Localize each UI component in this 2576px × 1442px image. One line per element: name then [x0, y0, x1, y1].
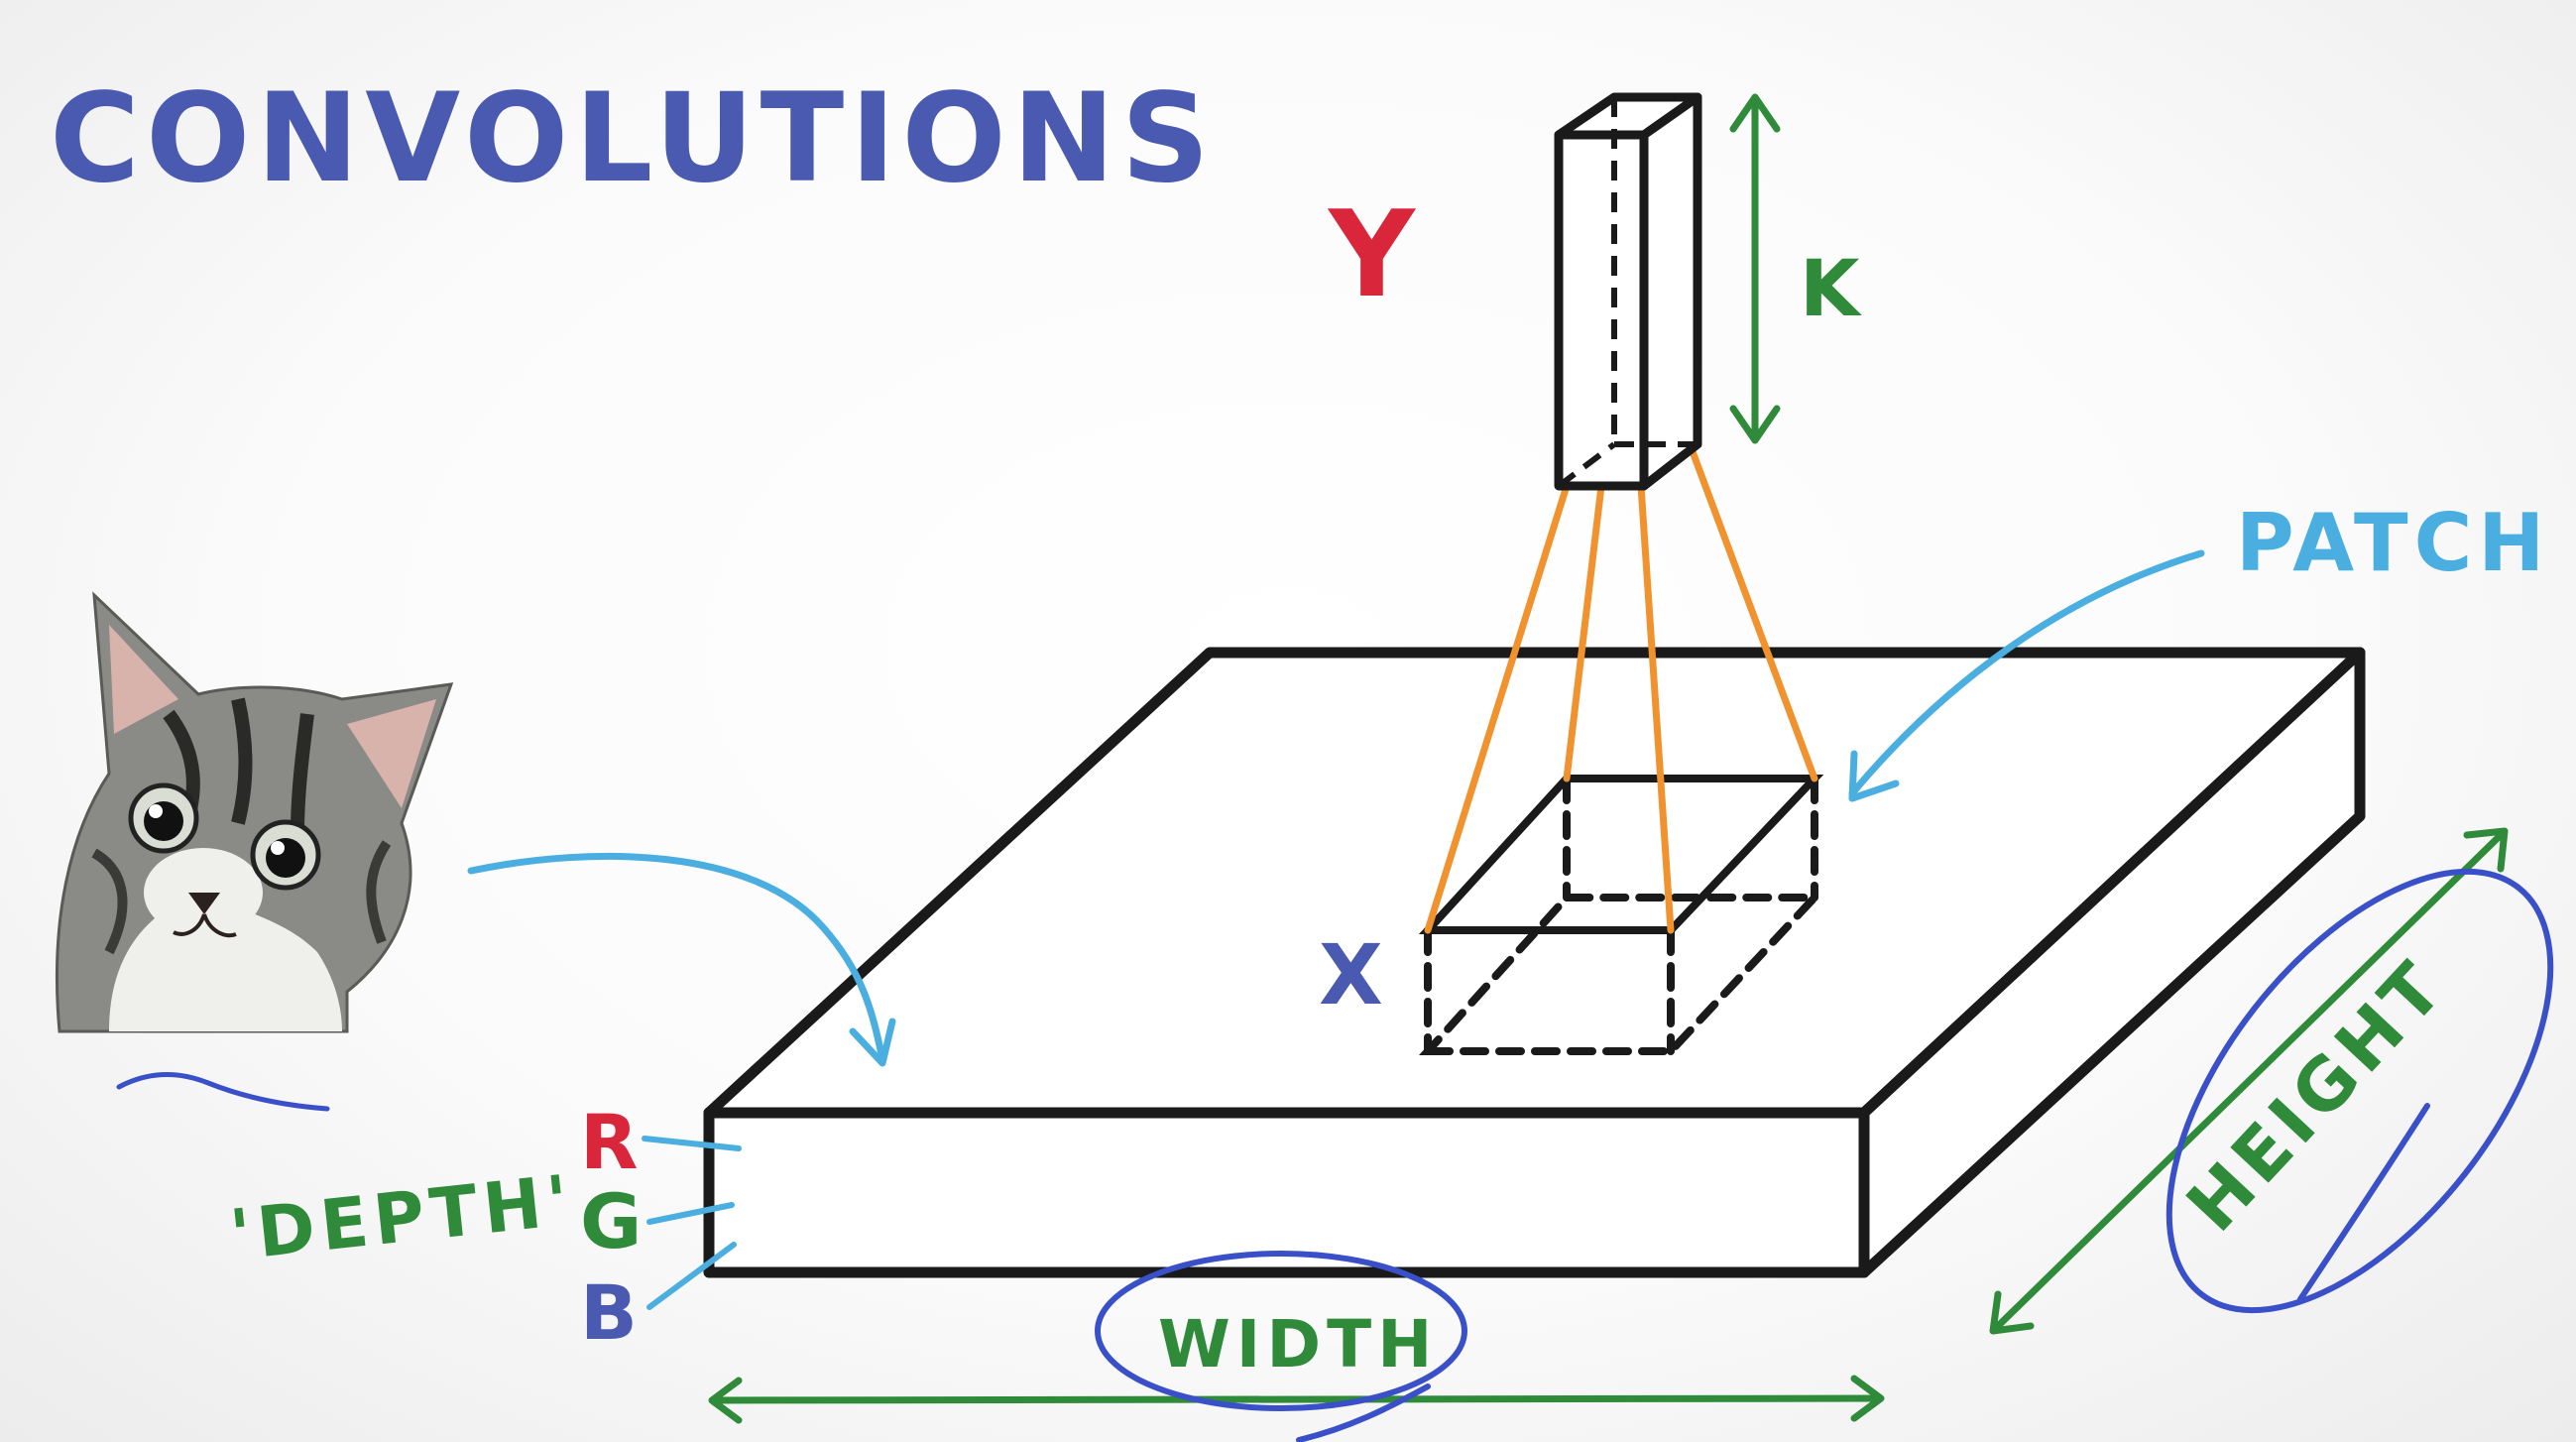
label-y: Y [1327, 186, 1421, 324]
title: CONVOLUTIONS [50, 67, 1216, 210]
depth-k-arrow [1729, 93, 1781, 444]
label-height: HEIGHT [2170, 943, 2462, 1247]
label-patch: PATCH [2236, 497, 2550, 589]
label-x: X [1319, 926, 1389, 1023]
label-r: R [580, 1098, 644, 1186]
label-width: WIDTH [1158, 1306, 1438, 1382]
patch-arrow [1848, 549, 2205, 802]
label-b: B [580, 1268, 644, 1357]
label-g: G [580, 1177, 647, 1265]
height-circle [2166, 868, 2554, 1314]
image-to-volume-arrow [467, 852, 896, 1067]
output-column [1554, 92, 1702, 491]
channel-pointers [642, 1136, 742, 1310]
height-arrow [1989, 827, 2509, 1335]
height-circle-tail [2297, 1103, 2430, 1302]
input-volume [703, 647, 2366, 1278]
kitten-underline [116, 1072, 330, 1112]
projection-lines [1424, 442, 1818, 934]
kitten-icon [55, 591, 454, 1033]
label-depth: 'DEPTH' [226, 1159, 578, 1276]
width-circle [1095, 1251, 1467, 1411]
width-circle-tail [1296, 1383, 1431, 1442]
label-k: K [1800, 245, 1865, 334]
width-arrow [708, 1375, 1885, 1424]
